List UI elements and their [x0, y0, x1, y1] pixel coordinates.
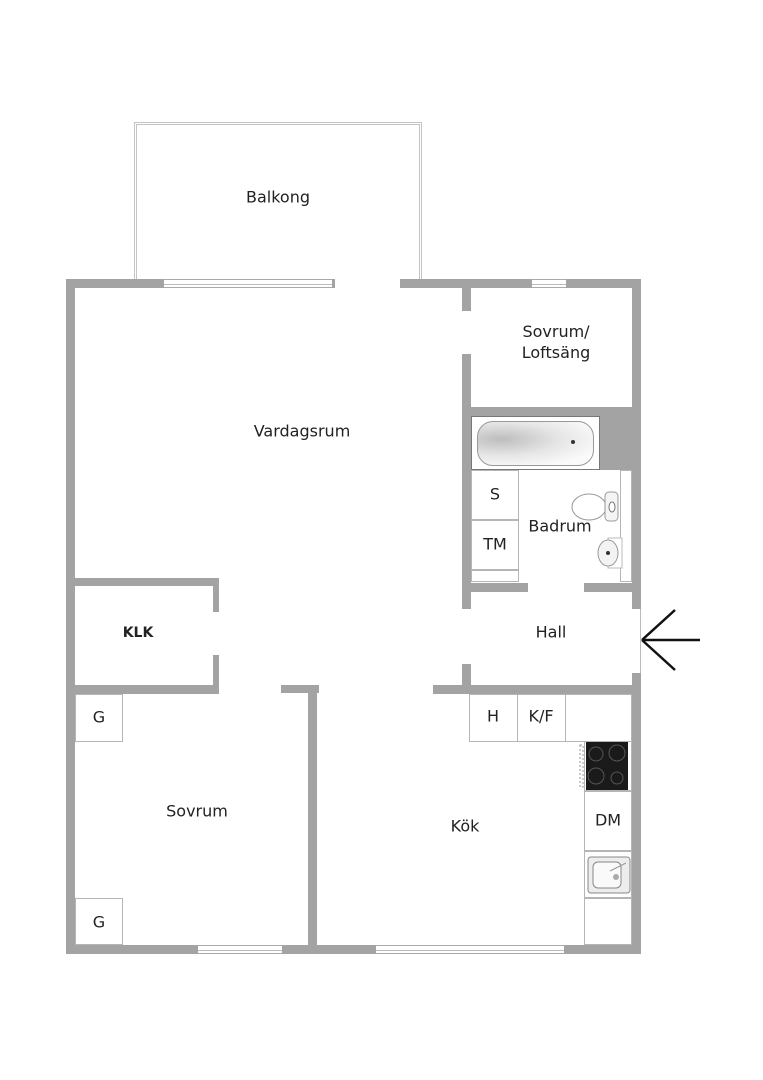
wall-top-right	[400, 279, 532, 288]
room-label-balkong: Balkong	[245, 187, 311, 207]
wall-kitchen-top	[433, 685, 641, 694]
kitchen-unit-dm	[584, 791, 632, 851]
bathtub-drain	[571, 440, 575, 444]
wall-loft-bottom	[471, 407, 632, 416]
toilet-icon	[571, 491, 619, 522]
room-label-hall: Hall	[535, 622, 567, 642]
entrance-door-line	[640, 609, 641, 673]
wall-hall-top-left	[471, 583, 528, 592]
wall-top-far-right	[566, 279, 641, 288]
window-balcony-door-2	[276, 279, 333, 288]
wall-bottom-left	[66, 945, 198, 954]
kitchen-sink-icon	[587, 856, 631, 894]
room-label-badrum: Badrum	[528, 516, 592, 536]
bath-wall-cabinet	[620, 470, 632, 582]
bathtub-basin	[477, 421, 594, 466]
wall-right-upper	[632, 279, 641, 609]
wall-sovrum-stub	[281, 685, 319, 693]
room-label-klk: KLK	[122, 624, 154, 641]
window-sovrum	[198, 945, 282, 954]
wall-klk-right-top	[213, 586, 219, 612]
wall-loft-left	[462, 354, 471, 609]
window-kok	[376, 945, 564, 954]
wall-klk-right-bottom	[213, 655, 219, 685]
fixture-label-s: S	[489, 484, 501, 504]
wall-door-jamb	[332, 279, 335, 288]
balcony-railing	[134, 122, 422, 280]
kitchen-unit-bottom	[584, 898, 632, 945]
kitchen-label-kf: K/F	[528, 706, 554, 726]
wall-klk-top	[75, 578, 219, 586]
wall-top-left	[66, 279, 164, 288]
room-label-kok: Kök	[450, 816, 480, 836]
wall-sovrum-right	[308, 693, 317, 945]
stove-icon	[579, 742, 628, 790]
wall-klk-bottom	[75, 685, 219, 694]
fixture-tm	[471, 520, 519, 570]
wall-bath-shaft	[600, 416, 632, 470]
kitchen-unit-corner	[565, 694, 632, 742]
wardrobe-label-top: G	[92, 707, 106, 727]
wardrobe-bottom	[75, 898, 123, 945]
bath-shelf	[471, 570, 519, 582]
wall-hall-stub	[462, 664, 471, 685]
window-balcony-door	[164, 279, 276, 288]
bathtub	[471, 416, 600, 470]
kitchen-label-h: H	[486, 706, 500, 726]
wardrobe-label-bottom: G	[92, 912, 106, 932]
sink-icon	[597, 537, 623, 569]
wall-left	[66, 279, 75, 954]
wardrobe-top	[75, 694, 123, 742]
fixture-s	[471, 470, 519, 520]
wall-hall-top-right	[584, 583, 632, 592]
wall-right-lower	[632, 673, 641, 954]
wall-bottom-mid	[282, 945, 376, 954]
kitchen-label-dm: DM	[594, 810, 622, 830]
kitchen-unit-h	[469, 694, 518, 742]
fixture-label-tm: TM	[483, 534, 507, 554]
room-label-sovrum-loft: Sovrum/ Loftsäng	[521, 322, 591, 362]
arrow-left-icon	[641, 609, 700, 671]
room-label-vardagsrum: Vardagsrum	[253, 421, 351, 441]
room-label-sovrum: Sovrum	[166, 801, 228, 821]
window-loft	[532, 279, 566, 288]
wall-loft-stub	[462, 288, 471, 311]
wall-bottom-right	[564, 945, 641, 954]
